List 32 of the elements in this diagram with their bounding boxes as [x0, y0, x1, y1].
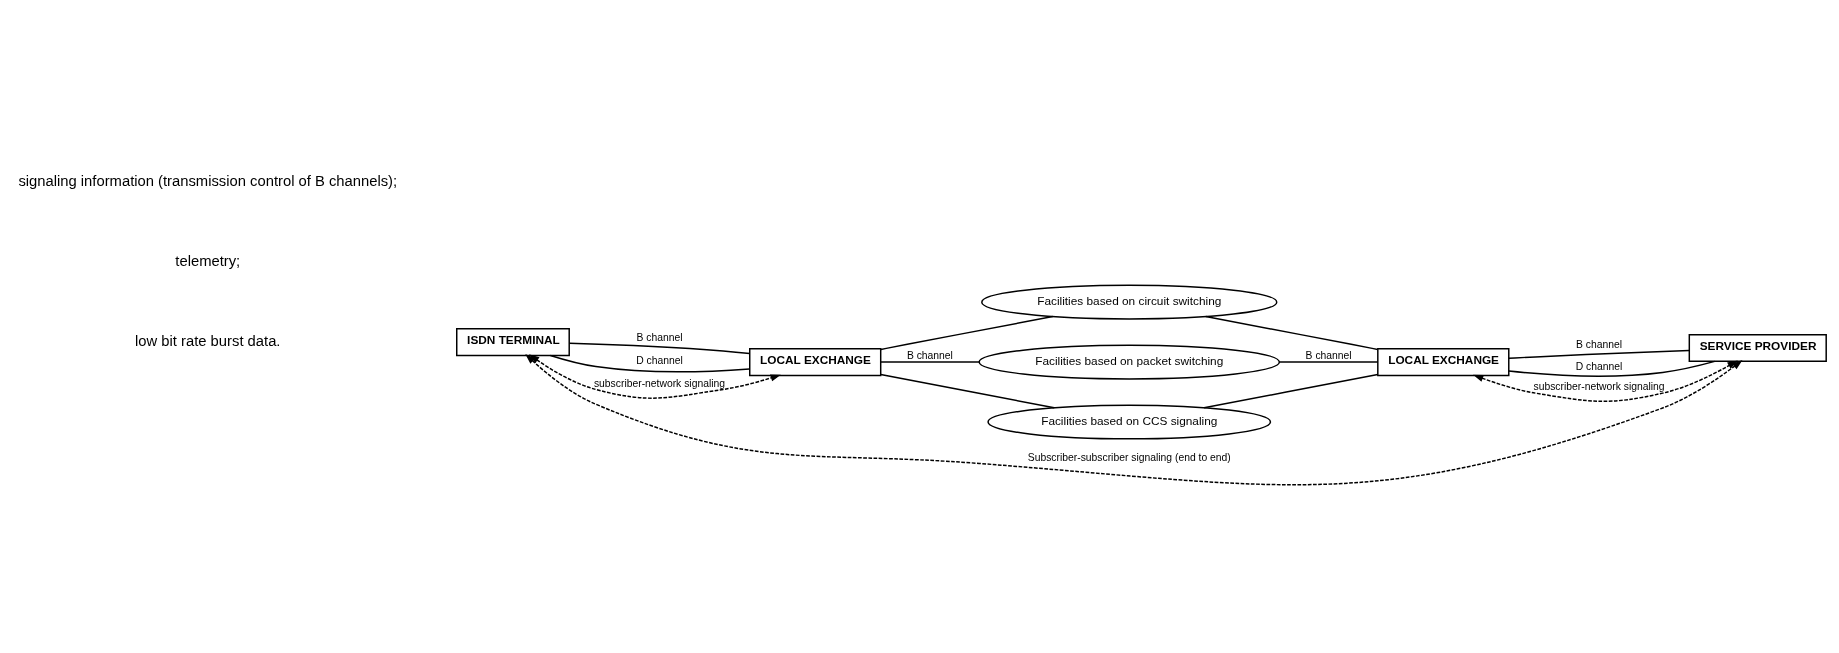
edge-label: subscriber-network signaling: [1533, 380, 1665, 392]
connector: [549, 354, 751, 372]
node-box: LOCAL EXCHANGE: [749, 347, 882, 376]
connector: [1203, 373, 1379, 409]
edge-label: Subscriber-subscriber signaling (end to end): [1027, 451, 1231, 463]
node-ellipse: Facilities based on packet switching: [978, 344, 1281, 380]
connector: [1205, 315, 1379, 350]
node-ellipse: Facilities based on circuit switching: [981, 284, 1278, 320]
edge-label: D channel: [636, 354, 683, 366]
edge-label: D channel: [1575, 360, 1623, 372]
node-box: SERVICE PROVIDER: [1688, 333, 1827, 362]
edge-label: subscriber-network signaling: [593, 377, 726, 389]
connector: [880, 373, 1055, 408]
node-box: LOCAL EXCHANGE: [1377, 347, 1510, 376]
connector: [1278, 360, 1379, 363]
arrow: [525, 353, 1743, 485]
node-ellipse: Facilities based on CCS signaling: [987, 403, 1272, 440]
node-box: ISDN TERMINAL: [456, 327, 570, 356]
label: low bit rate burst data.: [135, 332, 281, 349]
edge-label: B channel: [1576, 338, 1623, 350]
edge-label: B channel: [906, 349, 953, 361]
connector: [568, 342, 751, 354]
edge-label: B channel: [1305, 349, 1352, 361]
arrow: [1473, 359, 1738, 402]
label: telemetry;: [175, 252, 241, 269]
label: signaling information (transmission control of B channels);: [18, 172, 398, 189]
edge-label: B channel: [636, 331, 683, 343]
arrow: [528, 353, 781, 399]
connector: [880, 315, 1054, 350]
connector: [1508, 349, 1690, 359]
connector: [880, 360, 980, 363]
connector: [1508, 360, 1716, 377]
